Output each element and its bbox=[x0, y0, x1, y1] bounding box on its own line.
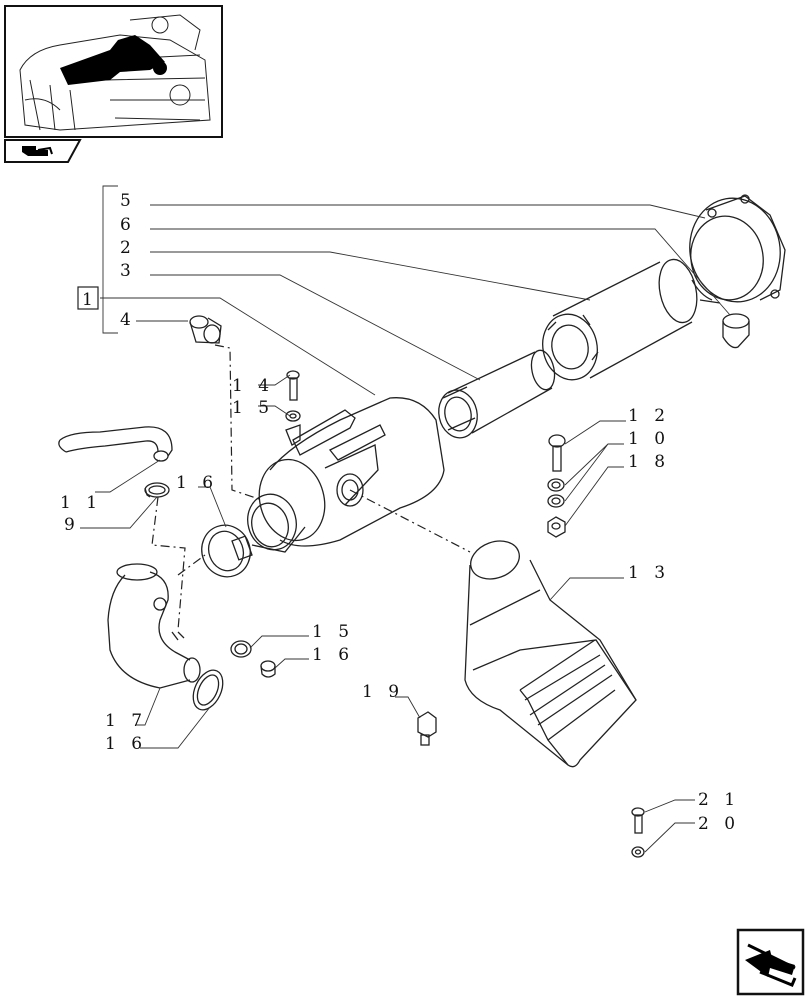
callout-4: 4 bbox=[120, 310, 136, 330]
part-upper-hose[interactable] bbox=[58, 426, 173, 462]
callout-20: 2 0 bbox=[698, 814, 740, 834]
part-elbow-hose[interactable] bbox=[107, 563, 201, 689]
group-bracket bbox=[77, 185, 118, 334]
part-stud-19[interactable] bbox=[417, 711, 437, 746]
callout-18: 1 8 bbox=[628, 452, 670, 472]
part-hose-clamp-large[interactable] bbox=[195, 518, 258, 583]
callout-13: 1 3 bbox=[628, 563, 670, 583]
part-intake-duct[interactable] bbox=[464, 535, 637, 768]
part-air-filter-housing[interactable] bbox=[242, 397, 445, 556]
callout-labels: 5 6 2 3 1 4 1 4 1 5 1 2 1 0 1 8 1 6 1 1 … bbox=[60, 191, 740, 834]
engine-location-thumbnail bbox=[4, 5, 223, 138]
part-end-cap[interactable] bbox=[682, 191, 789, 309]
part-screw-21[interactable] bbox=[631, 807, 645, 834]
callout-15b: 1 5 bbox=[312, 622, 354, 642]
callout-12: 1 2 bbox=[628, 406, 670, 426]
callout-16a: 1 6 bbox=[176, 473, 218, 493]
next-page-arrow-icon[interactable] bbox=[736, 928, 805, 996]
part-washer-20[interactable] bbox=[631, 846, 645, 858]
part-lower-clamp[interactable] bbox=[187, 665, 228, 714]
callout-11: 1 1 bbox=[60, 493, 102, 513]
callout-5: 5 bbox=[120, 191, 136, 211]
callout-6: 6 bbox=[120, 215, 136, 235]
part-screw-14[interactable] bbox=[286, 370, 300, 401]
part-safety-filter[interactable] bbox=[434, 348, 557, 441]
part-main-filter[interactable] bbox=[537, 256, 703, 385]
callout-16b: 1 6 bbox=[312, 645, 354, 665]
part-washer-15[interactable] bbox=[285, 410, 301, 422]
callout-1: 1 bbox=[82, 290, 93, 310]
callout-17: 1 7 bbox=[105, 711, 147, 731]
callout-2: 2 bbox=[120, 238, 136, 258]
callout-10: 1 0 bbox=[628, 429, 670, 449]
part-restriction-indicator[interactable] bbox=[189, 315, 222, 344]
part-clip[interactable] bbox=[230, 640, 252, 658]
callout-21: 2 1 bbox=[698, 790, 740, 810]
part-bolt-12[interactable] bbox=[548, 434, 566, 472]
callout-3: 3 bbox=[120, 261, 136, 281]
callout-15a: 1 5 bbox=[232, 398, 274, 418]
part-dust-valve[interactable] bbox=[722, 313, 750, 349]
part-washer-10[interactable] bbox=[547, 478, 565, 508]
part-cap[interactable] bbox=[260, 660, 276, 678]
callout-14: 1 4 bbox=[232, 376, 274, 396]
callout-16c: 1 6 bbox=[105, 734, 147, 754]
part-hose-clamp-small[interactable] bbox=[144, 482, 170, 498]
callout-19: 1 9 bbox=[362, 682, 404, 702]
leader-lines bbox=[80, 204, 731, 853]
part-nut-18[interactable] bbox=[547, 516, 566, 538]
callout-9: 9 bbox=[64, 515, 80, 535]
assembly-lines bbox=[151, 344, 471, 631]
catalogue-book-icon[interactable] bbox=[4, 139, 82, 163]
